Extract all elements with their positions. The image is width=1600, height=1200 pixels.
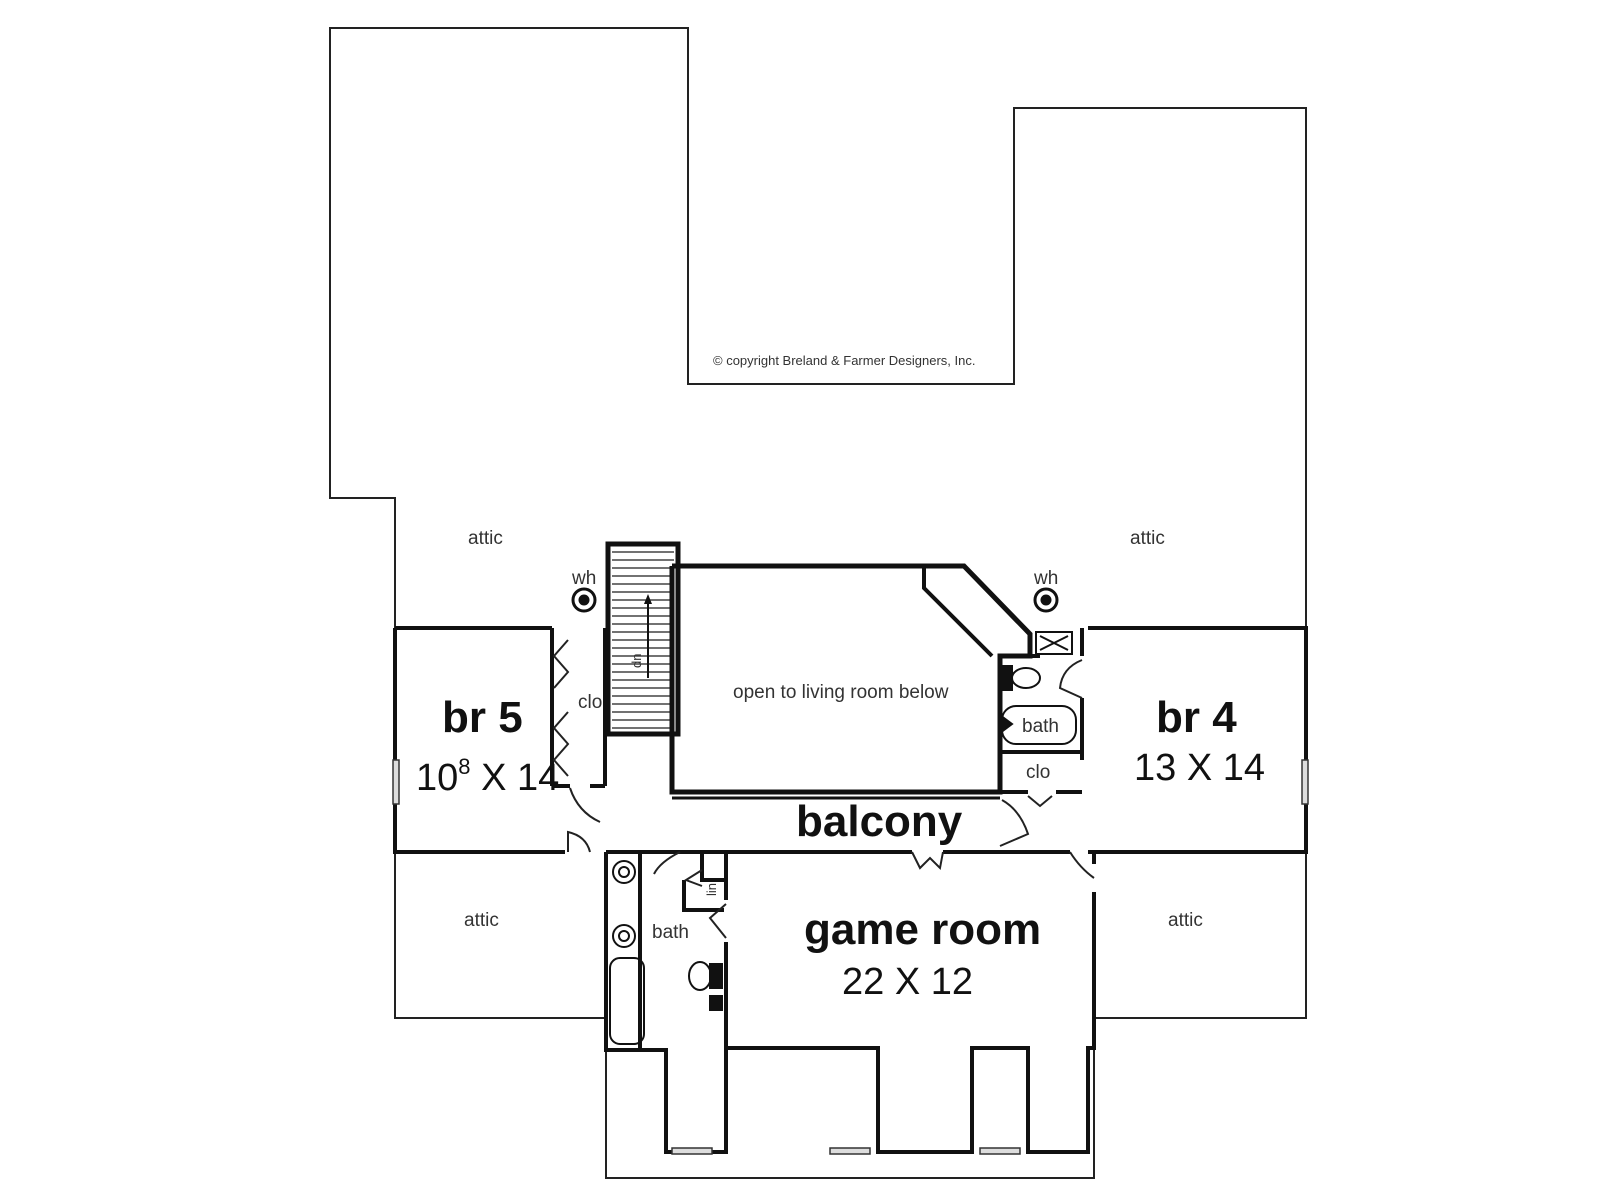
game-bath-label: bath [652,922,689,943]
window-dormer-2 [829,1147,871,1155]
br5-interior-walls [550,628,607,788]
br5-door-swings [567,787,601,853]
toilet-icon [688,961,712,991]
vanity-sink-icon [1035,631,1073,655]
window-dormer-1 [671,1147,713,1155]
br5-closet-label: clo [578,692,602,713]
game-room-dimensions: 22 X 12 [842,961,973,1003]
windows [392,759,1309,1155]
sink-icon [612,924,636,948]
toilet-icon [1011,667,1041,689]
window-dormer-3 [979,1147,1021,1155]
window-br4 [1301,759,1309,805]
balcony-label: balcony [796,797,963,846]
game-room-name: game room [804,905,1041,954]
attic-outline [329,27,1307,1179]
br5-dim-pre: 10 [416,757,458,799]
attic-label-lower-right: attic [1168,910,1203,931]
br4-name: br 4 [1156,693,1237,742]
open-to-below-walls [669,563,1033,795]
game-room-door [911,851,944,871]
br4-bath-fixtures [1001,631,1077,745]
br5-dim-post: X 14 [471,757,560,799]
br4-closet-label: clo [1026,762,1050,783]
game-bath-walls [606,850,728,1050]
br4-dimensions: 13 X 14 [1134,747,1265,789]
water-heater-right-icon [1033,587,1059,613]
game-bath-doors [653,851,727,939]
attic-label-upper-right: attic [1130,528,1165,549]
br4-bath-walls [998,628,1084,794]
water-heater-left-icon [571,587,597,613]
br5-dimensions: 108 X 14 [416,754,559,799]
linen-label: lin [704,883,719,896]
br5-dim-sup: 8 [458,754,470,779]
attic-label-lower-left: attic [464,910,499,931]
wh-label-left: wh [571,568,596,589]
stair-arrowhead [644,594,652,604]
copyright-notice: © copyright Breland & Farmer Designers, … [713,353,975,368]
open-to-below-label: open to living room below [733,682,949,703]
bathtub-icon [609,957,645,1045]
sink-icon [612,860,636,884]
br4-bath-label: bath [1022,716,1059,737]
game-bath-fixtures [609,860,723,1045]
bathtub-icon [1001,705,1077,745]
br5-name: br 5 [442,693,523,742]
staircase: dn [605,541,681,737]
stair-dn-label: dn [629,654,644,668]
attic-label-upper-left: attic [468,528,503,549]
br5-closet-doors [552,639,570,777]
br4-door-swings [999,659,1095,879]
wh-label-right: wh [1033,568,1058,589]
window-br5 [392,759,400,805]
